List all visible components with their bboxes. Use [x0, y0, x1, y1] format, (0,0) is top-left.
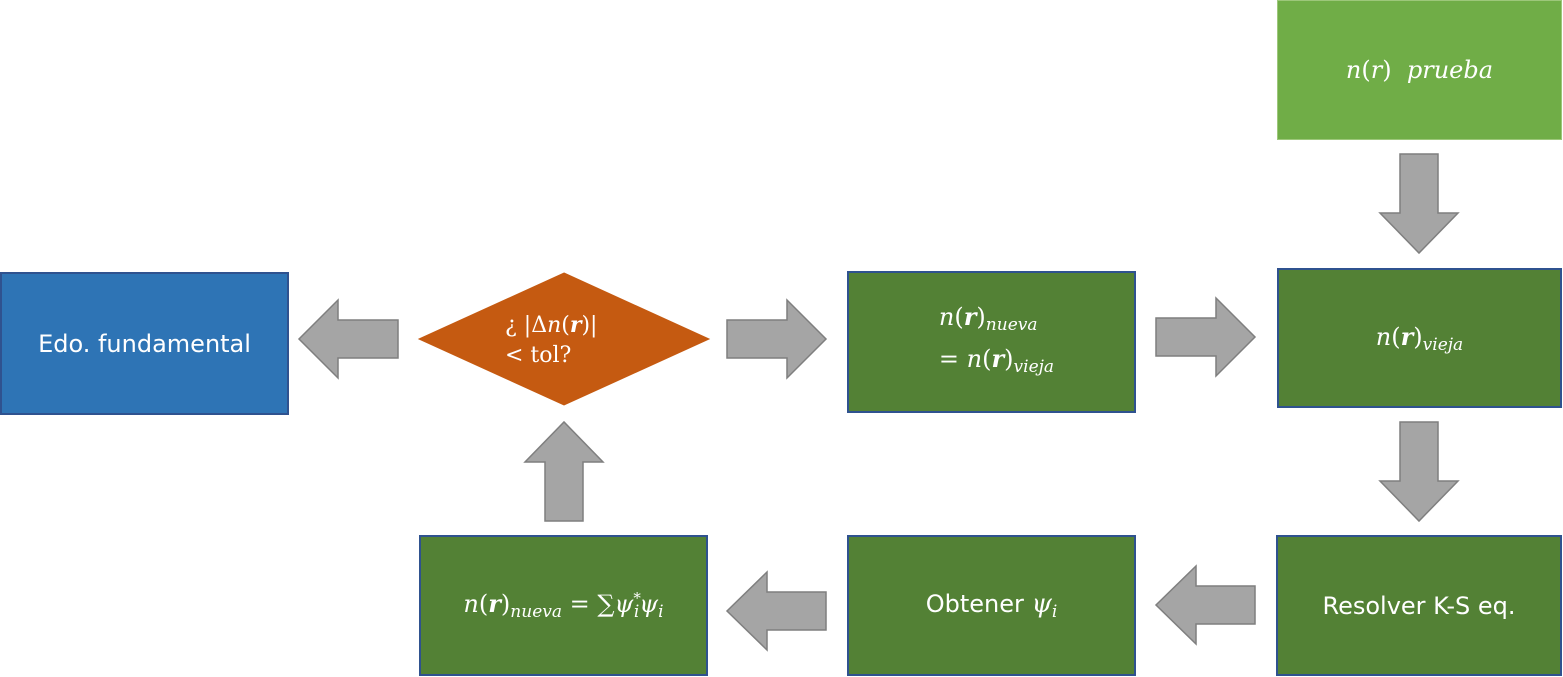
arrow-up-sum-to-check	[523, 420, 605, 522]
new-density-sum-box: n(r)nueva = ∑ψ*iψi	[419, 535, 708, 676]
update-density-line2: = n(r)vieja	[938, 344, 1055, 377]
convergence-check-label: ¿ |Δn(r)| < tol?	[505, 310, 597, 371]
arrow-right-update-to-old	[1155, 296, 1257, 378]
arrow-down-old-to-solve	[1378, 421, 1460, 523]
get-psi-label: Obtener ψi	[925, 589, 1058, 622]
convergence-check-line2: < tol?	[505, 343, 572, 368]
convergence-check-line1: ¿ |Δn(r)|	[505, 312, 598, 338]
get-psi-box: Obtener ψi	[847, 535, 1136, 676]
solve-ks-label: Resolver K-S eq.	[1322, 591, 1516, 620]
arrow-left-check-to-ground	[297, 298, 399, 380]
arrow-down-trial-to-old	[1378, 153, 1460, 255]
update-density-line1: n(r)nueva	[938, 302, 1038, 335]
trial-density-label: n(r) prueba	[1345, 56, 1494, 84]
update-density-box: n(r)nueva = n(r)vieja	[847, 271, 1136, 413]
trial-density-box: n(r) prueba	[1277, 0, 1562, 140]
old-density-box: n(r)vieja	[1277, 268, 1562, 408]
arrow-left-psi-to-sum	[725, 570, 827, 652]
arrow-right-check-to-update	[726, 298, 828, 380]
arrow-left-solve-to-psi	[1154, 564, 1256, 646]
ground-state-box: Edo. fundamental	[0, 272, 289, 415]
convergence-diamond-shape	[417, 272, 711, 406]
new-density-sum-label: n(r)nueva = ∑ψ*iψi	[463, 589, 664, 622]
update-density-label: n(r)nueva = n(r)vieja	[939, 300, 1054, 384]
solve-ks-box: Resolver K-S eq.	[1276, 535, 1562, 676]
ground-state-label: Edo. fundamental	[38, 329, 251, 358]
old-density-label: n(r)vieja	[1375, 321, 1464, 355]
